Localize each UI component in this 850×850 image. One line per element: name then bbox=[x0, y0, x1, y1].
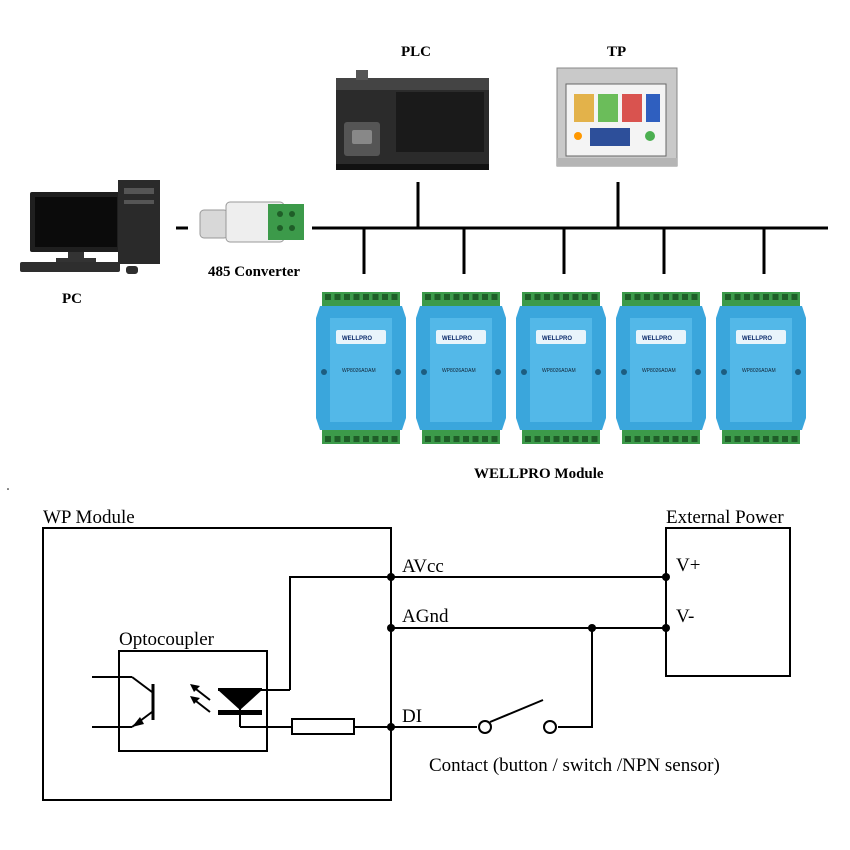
resistor bbox=[291, 718, 355, 735]
light-arrowhead-1 bbox=[190, 684, 200, 692]
module-model-label: WP8026ADAM bbox=[342, 368, 376, 374]
vplus-label: V+ bbox=[676, 555, 700, 576]
plc-device bbox=[336, 70, 489, 170]
junction-agnd-mid bbox=[588, 624, 596, 632]
tp-label: TP bbox=[607, 44, 626, 60]
module-brand-label: WELLPRO bbox=[342, 336, 372, 342]
modules-label: WELLPRO Module bbox=[474, 466, 604, 482]
led-top-bar bbox=[218, 688, 262, 691]
led-bar bbox=[218, 710, 262, 715]
module-model-label: WP8026ADAM bbox=[442, 368, 476, 374]
module-model-label: WP8026ADAM bbox=[542, 368, 576, 374]
transistor-collector bbox=[131, 676, 153, 693]
contact-return-wire bbox=[558, 628, 593, 728]
module-model-label: WP8026ADAM bbox=[642, 368, 676, 374]
led-triangle bbox=[218, 690, 262, 710]
pc-device bbox=[20, 180, 160, 274]
optocoupler-label: Optocoupler bbox=[119, 629, 215, 650]
stray-dot bbox=[7, 488, 9, 490]
wellpro-module: WELLPRO WP8026ADAM bbox=[416, 292, 506, 444]
agnd-label: AGnd bbox=[402, 606, 449, 627]
module-model-label: WP8026ADAM bbox=[742, 368, 776, 374]
wellpro-module: WELLPRO WP8026ADAM bbox=[616, 292, 706, 444]
module-brand-label: WELLPRO bbox=[542, 336, 572, 342]
junction-di-wp bbox=[387, 723, 395, 731]
network-section: PLC TP bbox=[20, 44, 828, 482]
wellpro-modules: WELLPROWP8026ADAMWELLPROWP8026ADAMWELLPR… bbox=[316, 292, 806, 444]
external-power-label: External Power bbox=[666, 507, 784, 528]
avcc-wire bbox=[289, 576, 666, 690]
pc-label: PC bbox=[62, 291, 82, 307]
external-power-box bbox=[665, 527, 791, 677]
junction-avcc-wp bbox=[387, 573, 395, 581]
di-label: DI bbox=[402, 706, 422, 727]
switch-terminal-left bbox=[478, 720, 492, 734]
junction-avcc-ext bbox=[662, 573, 670, 581]
wellpro-module: WELLPRO WP8026ADAM bbox=[516, 292, 606, 444]
tp-device bbox=[556, 67, 678, 167]
vminus-label: V- bbox=[676, 606, 694, 627]
switch-terminal-right bbox=[543, 720, 557, 734]
wellpro-module: WELLPRO WP8026ADAM bbox=[316, 292, 406, 444]
avcc-label: AVcc bbox=[402, 556, 444, 577]
junction-agnd-wp bbox=[387, 624, 395, 632]
wp-module-box bbox=[42, 527, 392, 801]
converter-device bbox=[199, 201, 304, 243]
optocoupler-box bbox=[118, 650, 268, 752]
light-arrowhead-2 bbox=[190, 696, 200, 704]
module-brand-label: WELLPRO bbox=[642, 336, 672, 342]
converter-label: 485 Converter bbox=[208, 264, 300, 280]
circuit-fills bbox=[132, 573, 670, 731]
module-brand-label: WELLPRO bbox=[442, 336, 472, 342]
transistor-arrow-head bbox=[132, 717, 144, 727]
wellpro-module: WELLPRO WP8026ADAM bbox=[716, 292, 806, 444]
wp-module-label: WP Module bbox=[43, 507, 135, 528]
switch-lever bbox=[489, 699, 544, 723]
contact-label: Contact (button / switch /NPN sensor) bbox=[429, 755, 720, 776]
plc-label: PLC bbox=[401, 44, 431, 60]
module-brand-label: WELLPRO bbox=[742, 336, 772, 342]
junction-agnd-ext bbox=[662, 624, 670, 632]
